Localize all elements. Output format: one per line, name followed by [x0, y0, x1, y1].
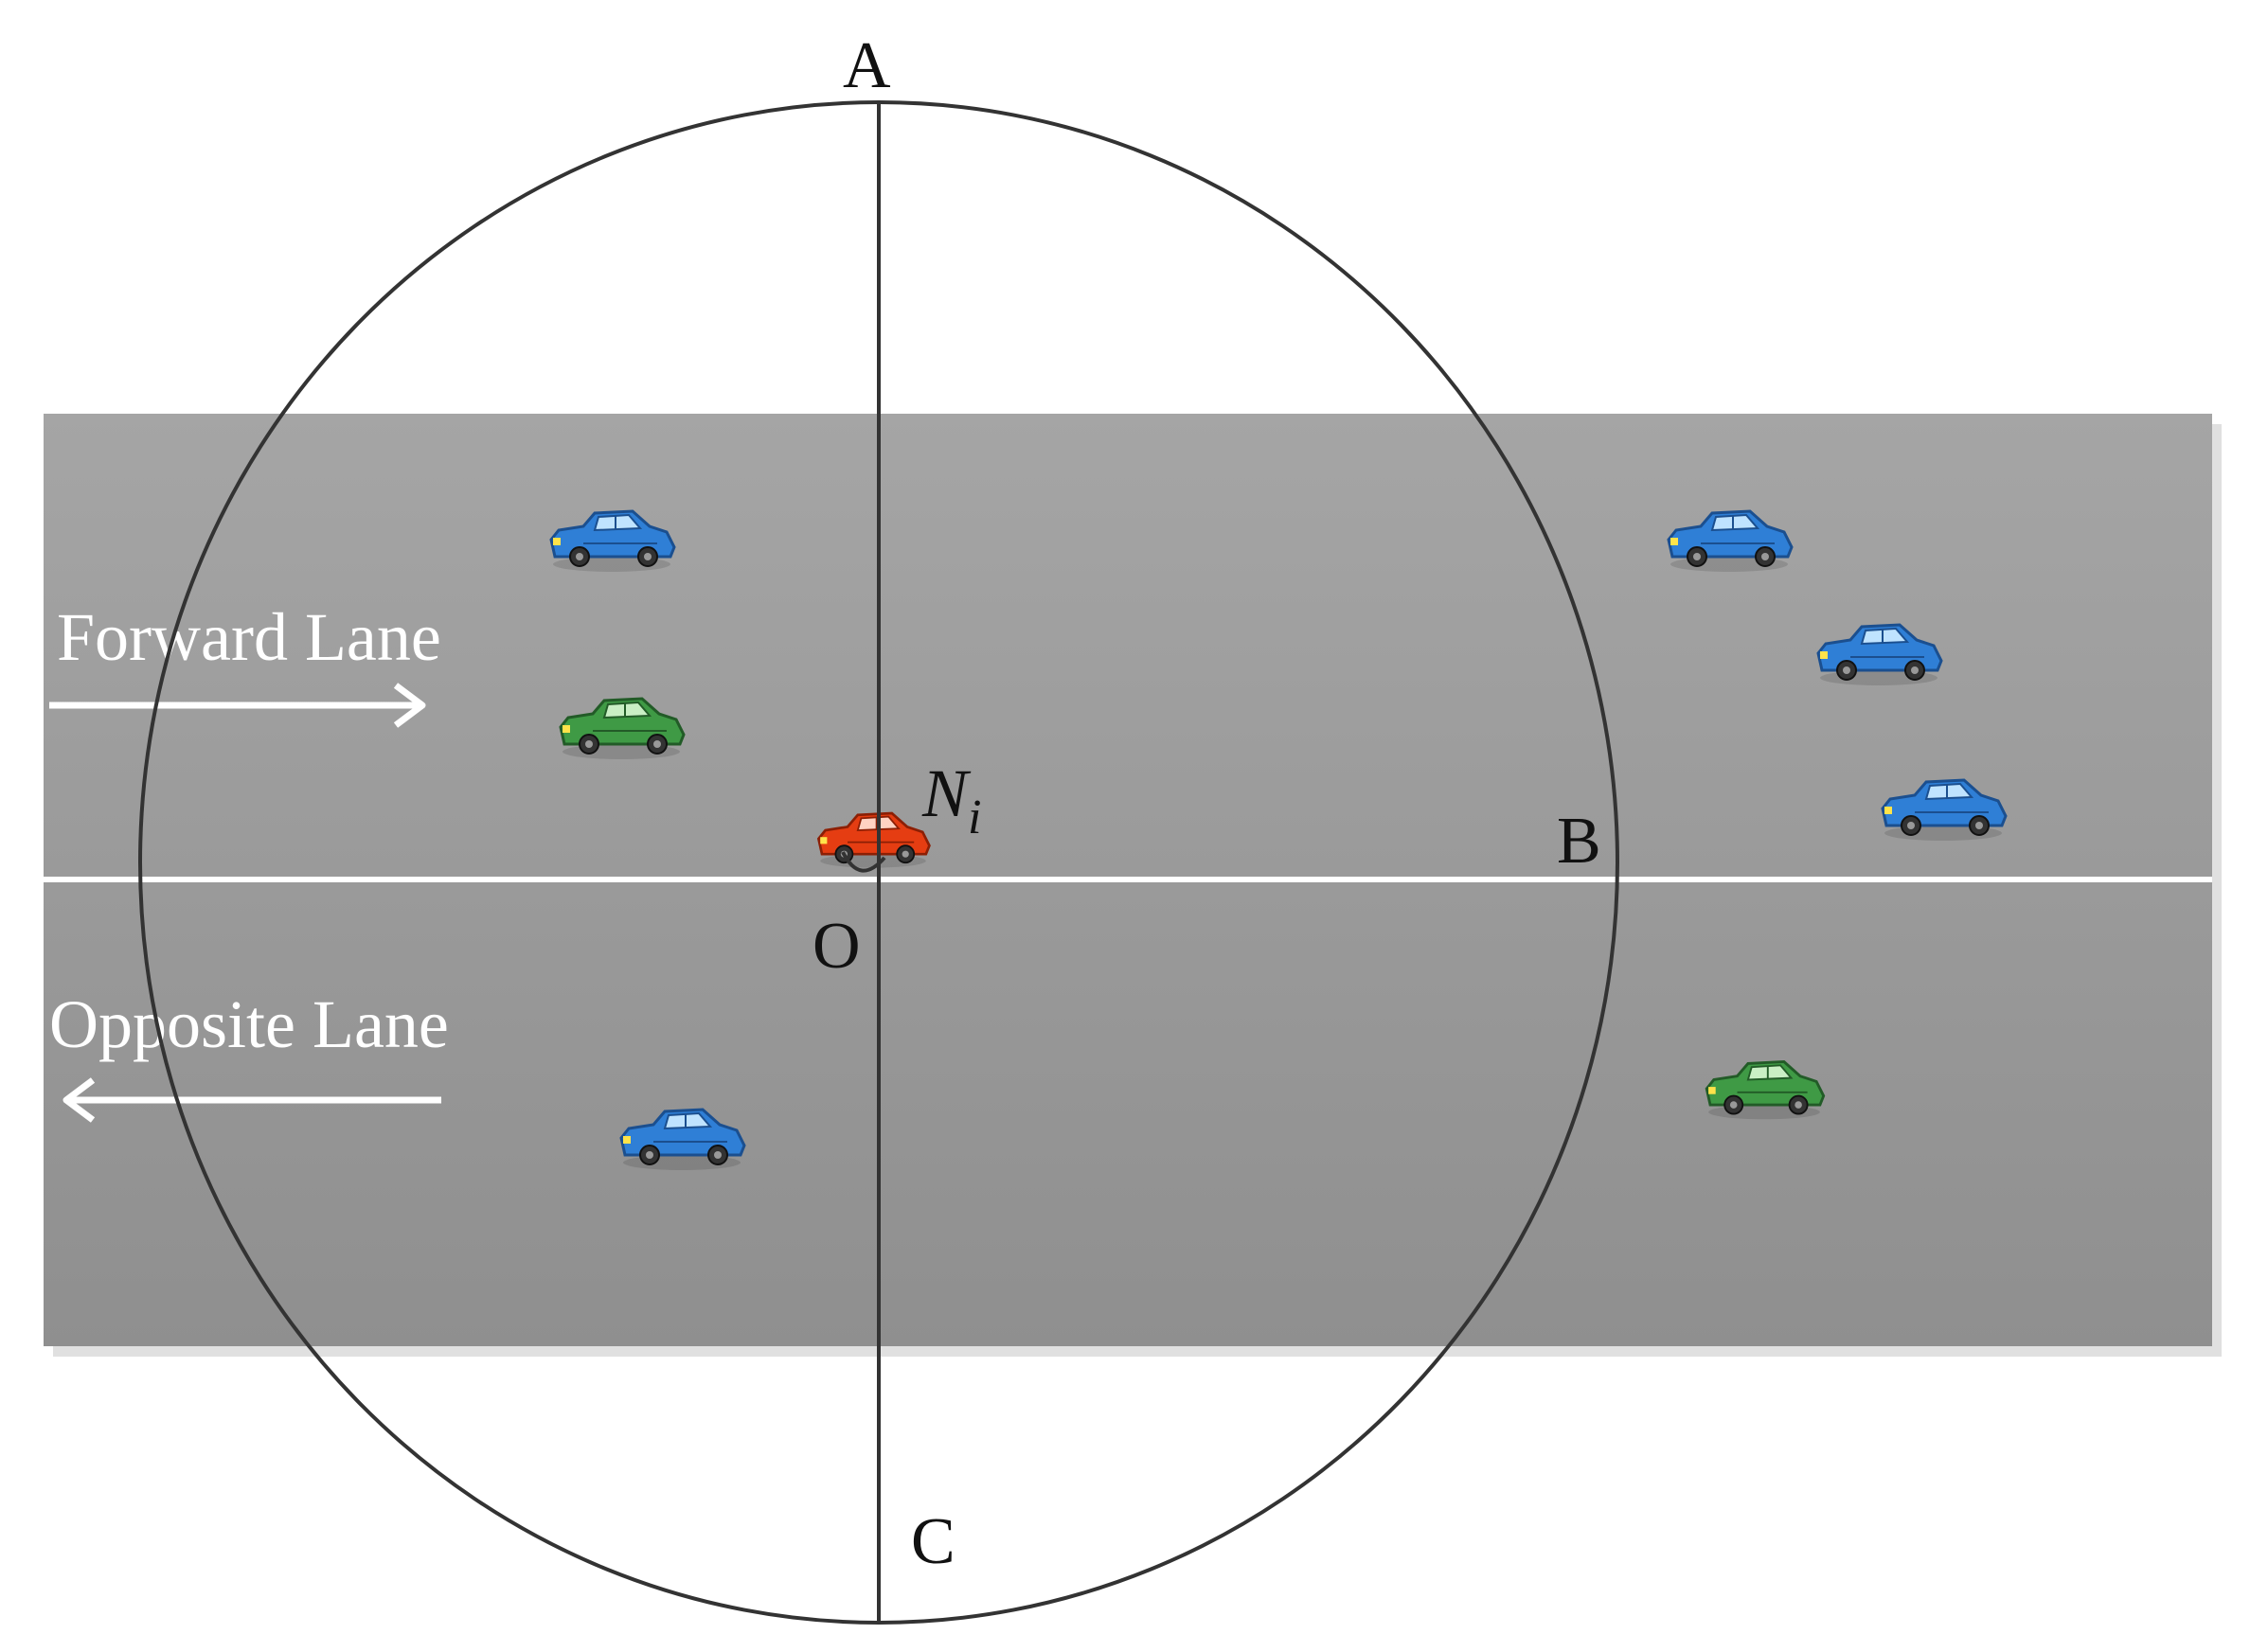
point-b-label: B — [1557, 805, 1601, 878]
forward-lane-label: Forward Lane — [57, 599, 441, 675]
opposite-lane-label: Opposite Lane — [49, 986, 449, 1062]
node-label-base: N — [921, 755, 972, 831]
node-label: Ni — [921, 755, 981, 844]
point-c-label: C — [911, 1505, 955, 1578]
forward-arrow — [49, 683, 426, 728]
node-label-subscript: i — [968, 790, 981, 844]
point-o-label: O — [812, 910, 861, 983]
point-a-label: A — [843, 29, 891, 102]
opposite-arrow — [62, 1077, 441, 1123]
